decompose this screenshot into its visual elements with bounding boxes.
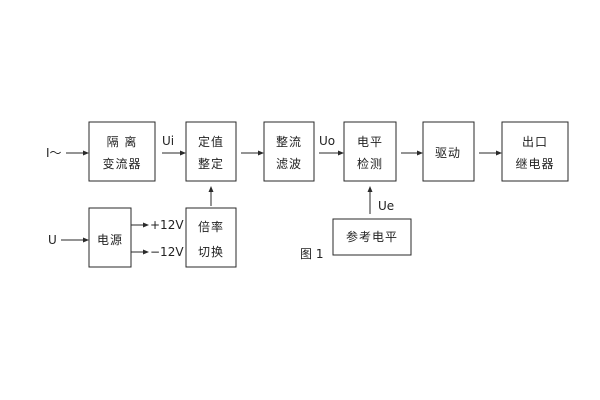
rectify-line1: 整流: [276, 134, 302, 149]
block-drive: 驱动: [422, 121, 475, 182]
detect-line2: 检测: [357, 156, 383, 171]
block-multiplier-switch: 倍率 切换: [185, 207, 237, 268]
block-rectify-filter: 整流 滤波: [263, 121, 315, 182]
isolation-line1: 隔 离: [107, 134, 138, 149]
isolation-line2: 变流器: [102, 156, 141, 171]
figure-caption: 图 1: [300, 247, 323, 261]
arrow-detect-to-drive: [401, 150, 423, 156]
block-setting: 定值 整定: [185, 121, 237, 182]
signal-uo-label: Uo: [319, 134, 335, 148]
input-current-label: I～: [46, 146, 62, 160]
plus12v-label: +12V: [150, 218, 184, 232]
block-output-relay: 出口 继电器: [501, 121, 569, 182]
block-power-supply: 电源: [88, 207, 132, 268]
output-line2: 继电器: [515, 157, 554, 171]
arrow-power-plus12: [131, 222, 149, 228]
signal-ui-label: Ui: [162, 134, 174, 148]
multiplier-line1: 倍率: [198, 219, 224, 234]
output-line1: 出口: [522, 135, 548, 149]
input-voltage-label: U: [48, 233, 57, 247]
reference-line1: 参考电平: [346, 229, 398, 244]
arrow-setting-to-rectify: [241, 150, 264, 156]
detect-line1: 电平: [357, 135, 383, 149]
block-isolation-transformer: 隔 离 变流器: [88, 121, 156, 182]
power-line1: 电源: [97, 233, 123, 247]
setting-line2: 整定: [198, 156, 224, 171]
block-reference-level: 参考电平: [332, 218, 412, 256]
arrow-reference-to-detect: [367, 186, 373, 214]
signal-ue-label: Ue: [378, 199, 394, 213]
drive-line1: 驱动: [435, 146, 461, 160]
arrow-rectify-to-detect: [319, 150, 344, 156]
arrow-input-to-isolation: [66, 150, 89, 156]
arrow-power-minus12: [131, 249, 149, 255]
block-level-detect: 电平 检测: [343, 121, 397, 182]
arrow-drive-to-output: [479, 150, 502, 156]
arrow-multiplier-to-setting: [208, 186, 214, 206]
arrow-voltage-to-power: [61, 237, 89, 243]
multiplier-line2: 切换: [198, 245, 224, 259]
arrow-isolation-to-setting: [162, 150, 186, 156]
minus12v-label: −12V: [150, 245, 184, 259]
setting-line1: 定值: [198, 134, 224, 149]
rectify-line2: 滤波: [276, 157, 302, 171]
